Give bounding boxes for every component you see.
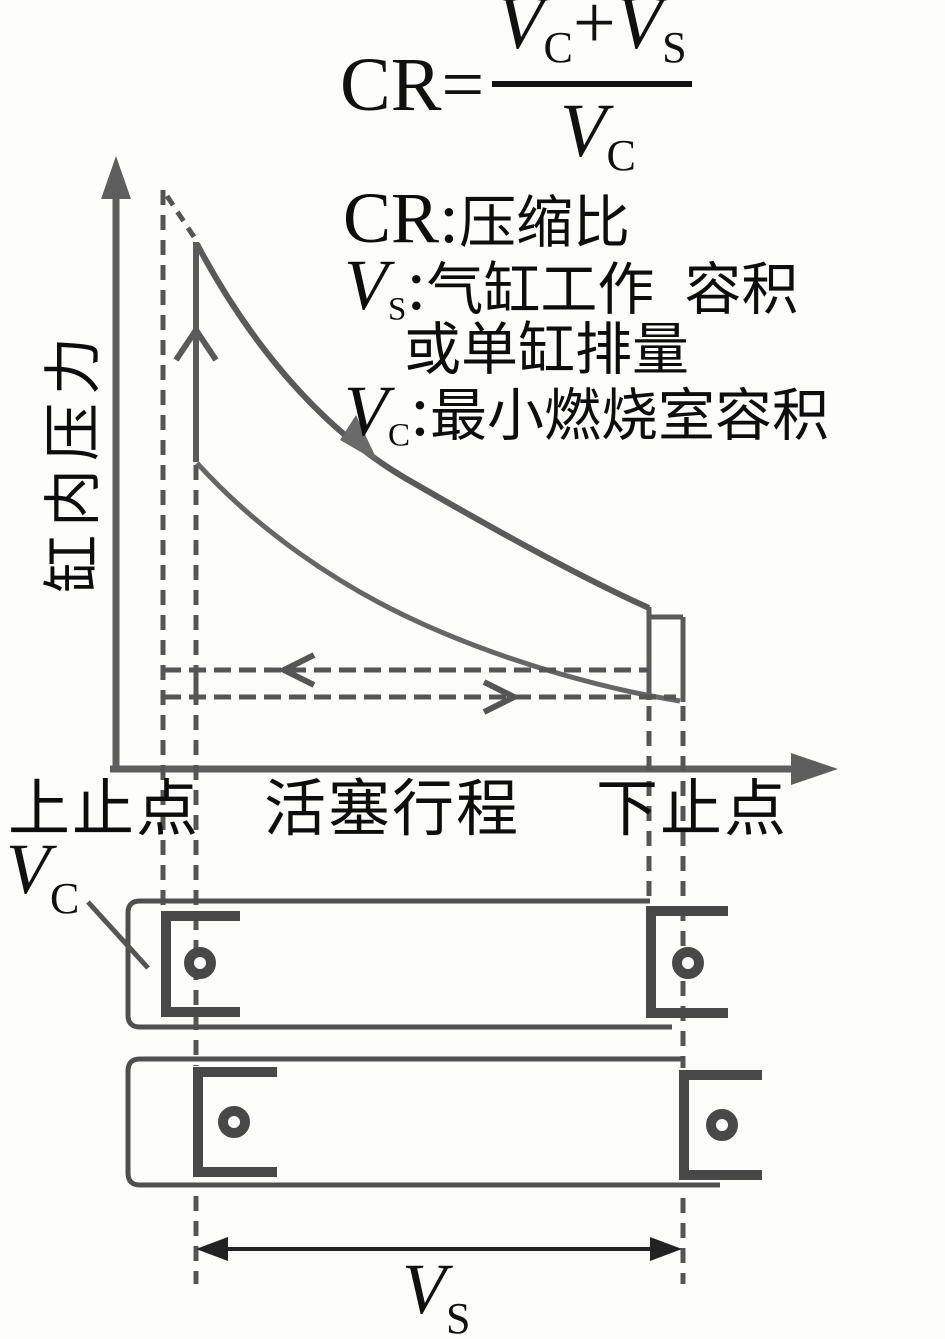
cylinder-1-piston-tdc xyxy=(161,911,240,1017)
legend-line1: CR:压缩比 xyxy=(343,178,631,258)
formula-fraction-bar xyxy=(492,81,692,87)
formula-num-sub1: C xyxy=(543,23,573,73)
vc-pointer-line xyxy=(86,900,150,970)
legend-line2: VS:气缸工作容积 xyxy=(344,245,799,328)
legend-line4-v: V xyxy=(344,371,388,451)
cylinder-2-piston-bdc-pin xyxy=(706,1109,738,1141)
y-axis-arrowhead-icon xyxy=(101,156,131,199)
vc-label: VC xyxy=(6,829,80,923)
formula-num-sub2: S xyxy=(662,23,687,73)
vs-label: VS xyxy=(402,1249,471,1339)
cylinder-1-piston-bdc-pin xyxy=(672,947,704,979)
legend-line2-text2: 容积 xyxy=(684,259,799,322)
formula-plus: + xyxy=(572,0,616,65)
x-axis-label-tdc: 上止点 xyxy=(8,776,201,844)
legend-line3: 或单缸排量 xyxy=(404,321,689,381)
expansion-curve xyxy=(194,242,651,611)
peak-connector-dashed xyxy=(164,194,199,242)
legend-line4-sub: C xyxy=(387,417,411,454)
vs-label-v: V xyxy=(402,1249,446,1329)
compression-curve xyxy=(195,461,681,704)
expansion-arrow-icon xyxy=(340,415,378,462)
legend-line4-colon: : xyxy=(410,371,431,451)
vs-label-sub: S xyxy=(445,1293,471,1339)
legend-line1-colon: : xyxy=(439,178,460,258)
cylinder-1-piston-bdc xyxy=(646,906,728,1018)
formula-lhs: CR= xyxy=(340,43,485,127)
cylinder-2-piston-tdc xyxy=(193,1067,277,1177)
vs-dimension-right-arrow-icon xyxy=(650,1237,682,1261)
legend-line1-term: CR xyxy=(343,178,440,258)
vs-dimension-left-arrow-icon xyxy=(196,1237,228,1261)
formula-numerator: VC+VS xyxy=(497,0,687,71)
exhaust-left-arrow-icon xyxy=(277,652,316,688)
formula-den-v: V xyxy=(560,89,607,173)
legend-line2-sub: S xyxy=(387,291,407,328)
formula-den-sub: C xyxy=(606,131,636,181)
formula-equals: = xyxy=(441,43,485,127)
cylinder-2-piston-tdc-pin xyxy=(218,1106,250,1138)
formula-cr: CR xyxy=(340,43,442,127)
vc-label-sub: C xyxy=(49,873,80,923)
legend-line2-v: V xyxy=(344,245,388,325)
cylinder-2-outline xyxy=(125,1056,720,1188)
x-axis-label-stroke: 活塞行程 xyxy=(264,776,521,844)
legend-line4-text: 最小燃烧室容积 xyxy=(430,385,830,448)
cylinder-1-piston-tdc-pin xyxy=(184,947,216,979)
formula-num-v1: V xyxy=(497,0,544,65)
legend-line3-text: 或单缸排量 xyxy=(404,319,689,382)
y-axis-label: 缸内压力 xyxy=(41,328,106,593)
formula-num-v2: V xyxy=(615,0,663,65)
vc-label-v: V xyxy=(6,829,50,909)
x-axis-label-bdc: 下止点 xyxy=(596,776,789,844)
blowdown-step xyxy=(646,607,686,702)
legend-line4: VC:最小燃烧室容积 xyxy=(344,371,830,454)
formula-denominator: VC xyxy=(560,89,636,181)
legend-line1-text: 压缩比 xyxy=(459,192,631,255)
intake-right-arrow-icon xyxy=(482,679,521,715)
cylinder-2-piston-bdc xyxy=(679,1070,762,1180)
legend-line2-text1: 气缸工作 xyxy=(426,259,655,322)
combustion-up-arrow-icon xyxy=(173,324,219,362)
x-axis-arrowhead-icon xyxy=(791,753,838,785)
legend-line2-colon: : xyxy=(406,245,427,325)
cylinder-1-outline xyxy=(125,898,672,1030)
